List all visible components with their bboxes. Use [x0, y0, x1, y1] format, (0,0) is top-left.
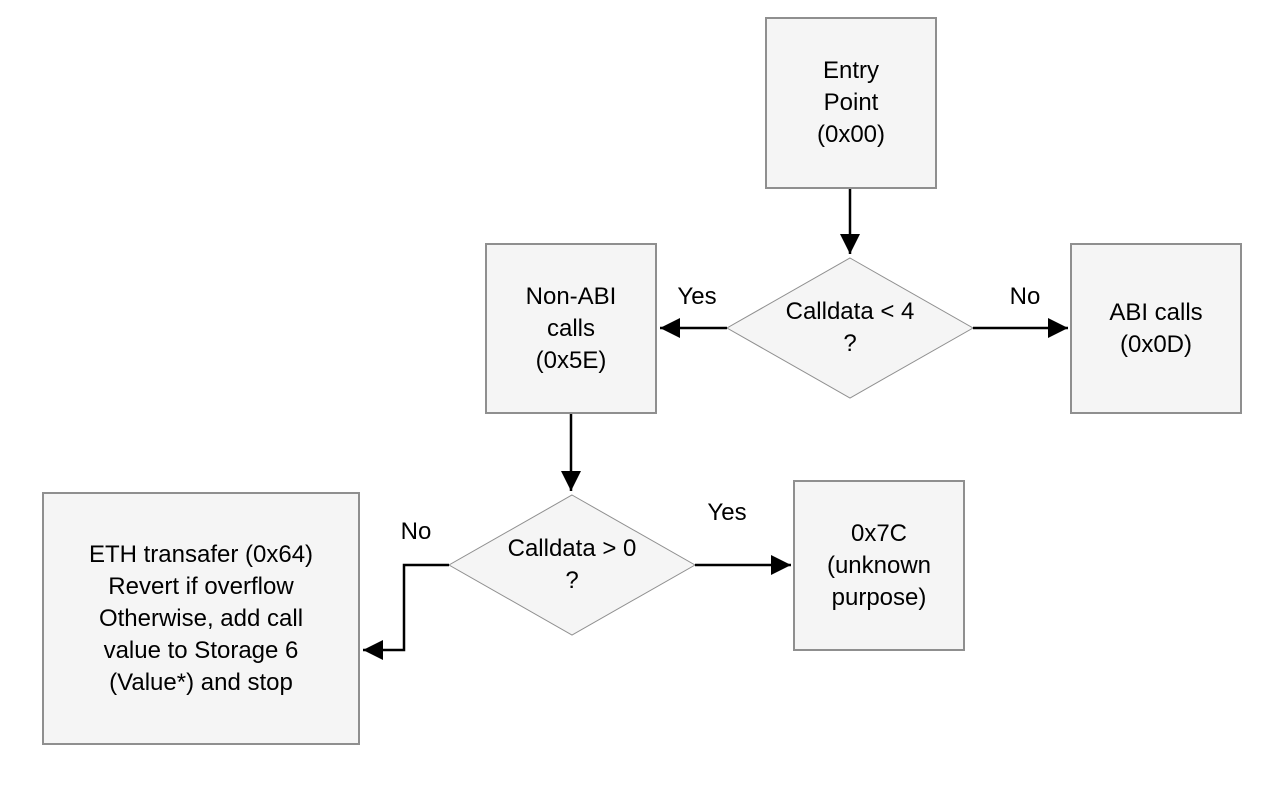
edge-label-decision2-yes: Yes: [707, 499, 747, 526]
edge-decision2-no-to-ethtransfer: [363, 563, 449, 660]
node-non-abi-calls-label: Non-ABI calls (0x5E): [525, 282, 617, 374]
decision-calldata-gt-0-shape: [447, 494, 697, 636]
edge-label-decision1-yes: Yes: [677, 283, 717, 310]
node-non-abi-calls: Non-ABI calls (0x5E): [485, 243, 657, 414]
decision-calldata-lt-4-shape: [725, 257, 975, 399]
node-entry-point: Entry Point (0x00): [765, 17, 937, 189]
node-unknown-purpose: 0x7C (unknown purpose): [793, 480, 965, 651]
node-abi-calls: ABI calls (0x0D): [1070, 243, 1242, 414]
node-unknown-purpose-label: 0x7C (unknown purpose): [826, 519, 932, 611]
node-entry-point-label: Entry Point (0x00): [816, 57, 886, 148]
node-eth-transfer: ETH transafer (0x64) Revert if overflow …: [42, 492, 360, 745]
node-eth-transfer-label: ETH transafer (0x64) Revert if overflow …: [88, 540, 314, 696]
edge-label-decision1-no: No: [1009, 283, 1041, 310]
edge-label-decision2-no: No: [400, 518, 432, 545]
node-abi-calls-label: ABI calls (0x0D): [1109, 298, 1203, 358]
